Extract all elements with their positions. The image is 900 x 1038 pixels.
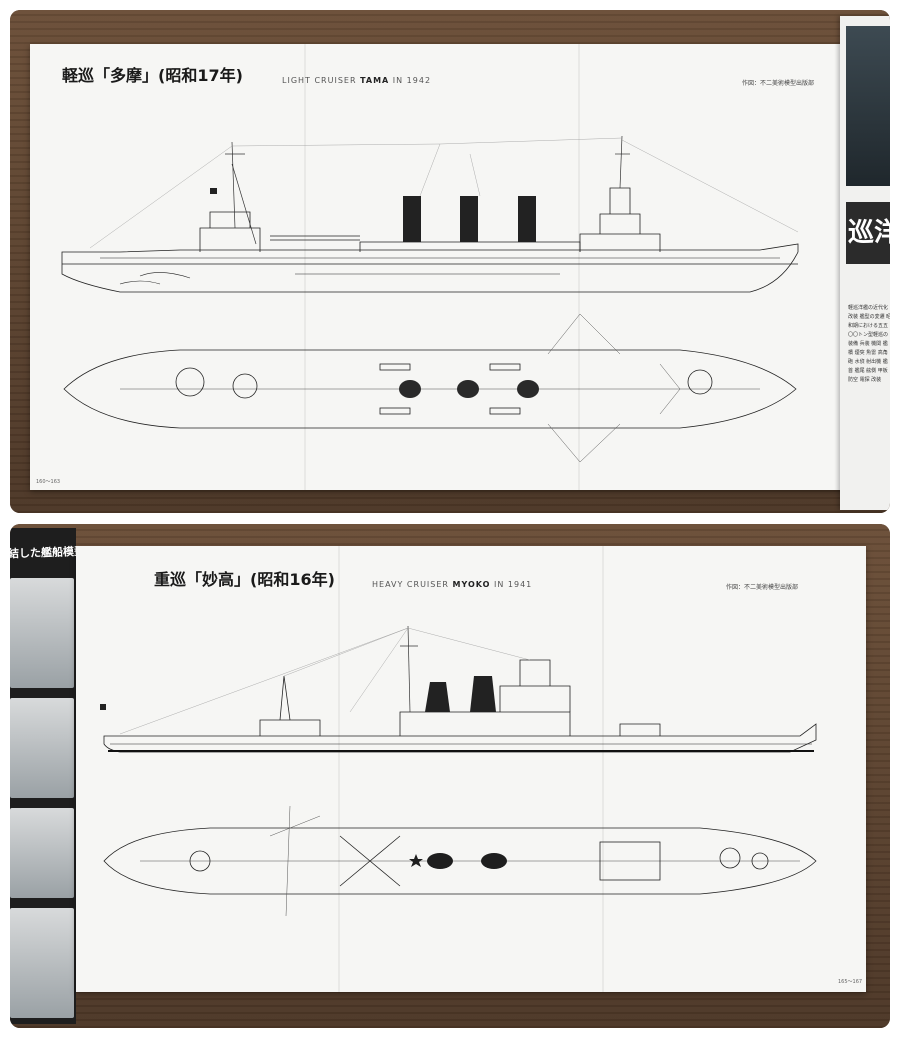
myoko-page-number: 165～167 bbox=[838, 979, 863, 985]
myoko-title-jp: 重巡「妙高」(昭和16年) bbox=[154, 570, 335, 589]
article-body-text: 軽巡洋艦の近代化改装 艦型の変遷 昭和期における五五〇〇トン型軽巡の装備 兵装 … bbox=[848, 305, 890, 383]
tama-drawing-sheet: 軽巡「多摩」(昭和17年) LIGHT CRUISER TAMA IN 1942… bbox=[30, 44, 850, 490]
myoko-drawing-sheet: 重巡「妙高」(昭和16年) HEAVY CRUISER MYOKO IN 194… bbox=[76, 546, 866, 992]
tama-page-number: 160～163 bbox=[36, 479, 61, 485]
tama-credit: 作図：不二美術模型出版部 bbox=[742, 80, 815, 87]
myoko-title-en-suffix: IN 1941 bbox=[494, 580, 533, 589]
myoko-title-en-prefix: HEAVY CRUISER bbox=[372, 580, 449, 589]
model-photo bbox=[10, 808, 74, 898]
tama-title-en: LIGHT CRUISER TAMA IN 1942 bbox=[282, 76, 431, 85]
tama-title-en-name: TAMA bbox=[360, 76, 390, 85]
page-fold bbox=[602, 546, 604, 992]
photo-myoko-spread: 結した艦船模型ー 重巡「妙高」(昭和16年) HEAVY CRUISER MYO… bbox=[10, 524, 890, 1028]
article-heading-band: 巡洋 bbox=[846, 202, 890, 264]
page-fold bbox=[578, 44, 580, 490]
tama-title-en-suffix: IN 1942 bbox=[392, 76, 432, 85]
tama-plan-view bbox=[63, 313, 797, 463]
myoko-credit: 作図：不二美術模型出版部 bbox=[726, 584, 799, 591]
previous-article-page: 結した艦船模型ー bbox=[10, 528, 76, 1024]
model-photo bbox=[10, 578, 74, 688]
photo-tama-spread: 軽巡「多摩」(昭和17年) LIGHT CRUISER TAMA IN 1942… bbox=[10, 10, 890, 513]
article-heading-band: 結した艦船模型ー bbox=[10, 544, 76, 561]
myoko-title-en-name: MYOKO bbox=[452, 580, 491, 589]
myoko-title-en: HEAVY CRUISER MYOKO IN 1941 bbox=[372, 580, 532, 589]
warship-photo bbox=[846, 26, 890, 186]
model-photo bbox=[10, 698, 74, 798]
adjacent-article-page: 巡洋 軽巡洋艦の近代化改装 艦型の変遷 昭和期における五五〇〇トン型軽巡の装備 … bbox=[840, 16, 890, 510]
page-fold bbox=[304, 44, 306, 490]
myoko-side-profile bbox=[100, 625, 817, 753]
model-photo bbox=[10, 908, 74, 1018]
tama-side-profile bbox=[61, 135, 799, 293]
myoko-plan-view bbox=[103, 805, 817, 917]
tama-title-en-prefix: LIGHT CRUISER bbox=[282, 76, 357, 85]
page-fold bbox=[338, 546, 340, 992]
tama-title-jp: 軽巡「多摩」(昭和17年) bbox=[62, 66, 243, 85]
